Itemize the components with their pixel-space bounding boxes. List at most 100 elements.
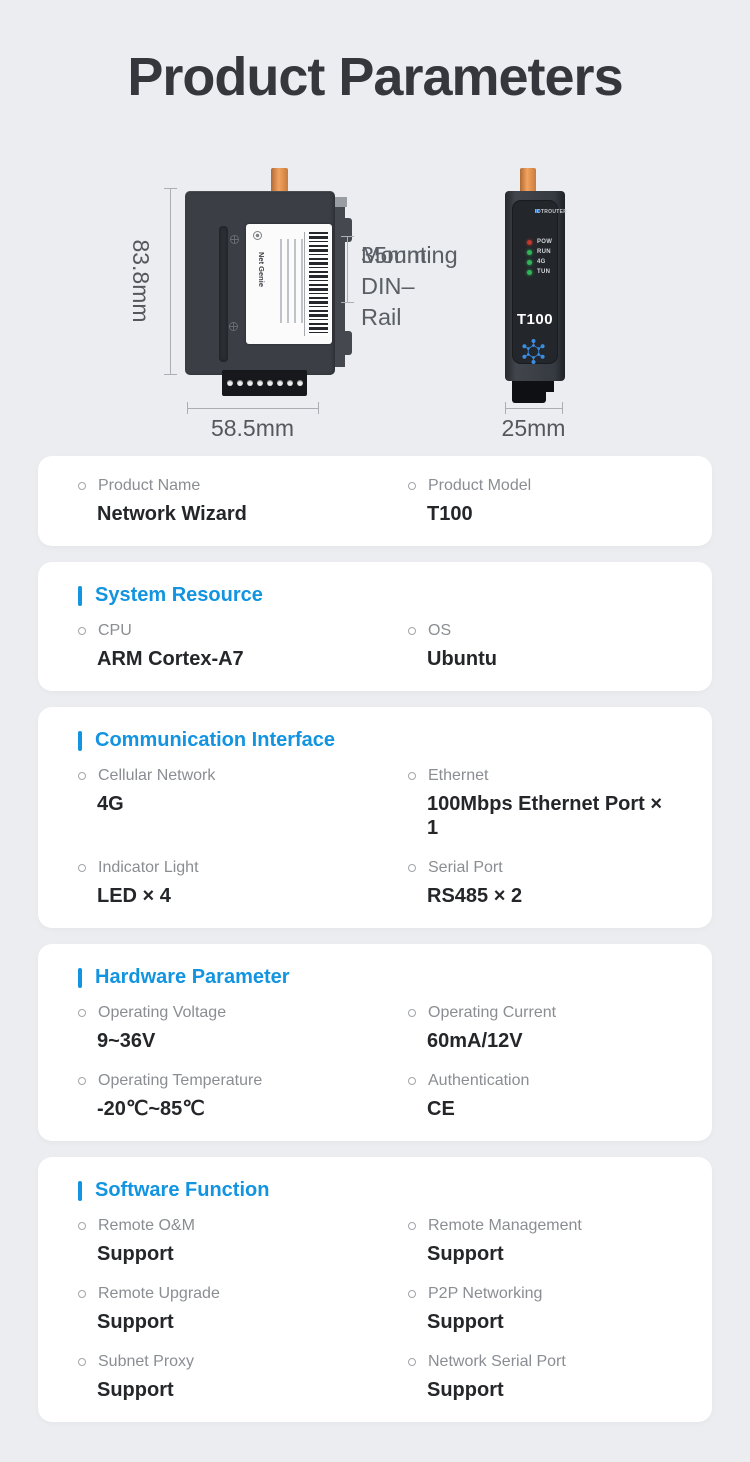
dimension-cap [164, 374, 177, 375]
parameter-label: Product Model [428, 477, 532, 494]
parameter-item: Remote O&M Support [78, 1216, 408, 1266]
section-title: Communication Interface [95, 729, 336, 751]
parameter-item: OS Ubuntu [408, 621, 672, 671]
parameter-cards: Product Name Network Wizard Product Mode… [0, 456, 750, 1422]
parameter-item: Remote Upgrade Support [78, 1284, 408, 1334]
parameter-item: Authentication CE [408, 1071, 672, 1121]
parameter-value: -20℃~85℃ [97, 1098, 205, 1120]
bullet-icon [408, 1289, 416, 1298]
bullet-icon [408, 771, 416, 780]
screw-icon [230, 235, 239, 244]
parameter-value: T100 [427, 503, 473, 525]
bullet-icon [408, 626, 416, 635]
bullet-icon [78, 626, 86, 635]
bullet-icon [78, 863, 86, 872]
bullet-icon [78, 1076, 86, 1085]
dimension-cap [505, 402, 506, 414]
parameter-item: Subnet Proxy Support [78, 1352, 408, 1402]
heading-bar-icon [78, 967, 82, 988]
dimension-cap [164, 188, 177, 189]
bullet-icon [78, 1357, 86, 1366]
parameter-value: Support [427, 1243, 504, 1265]
parameter-value: Support [97, 1243, 174, 1265]
brand-name: IOTROUTER [535, 209, 568, 215]
led-pow-label: POW [537, 239, 553, 245]
bullet-icon [408, 863, 416, 872]
section-heading: Hardware Parameter [78, 966, 672, 989]
bullet-icon [78, 1008, 86, 1017]
led-run-icon [527, 249, 532, 255]
parameter-value: Support [97, 1311, 174, 1333]
bullet-icon [78, 1289, 86, 1298]
led-row-pow: POW [527, 238, 552, 246]
section-heading: Communication Interface [78, 729, 672, 752]
parameter-label: Authentication [428, 1072, 530, 1089]
led-4g-label: 4G [537, 259, 546, 265]
device-front-panel [512, 200, 558, 364]
bullet-icon [78, 1221, 86, 1230]
parameter-value: RS485 × 2 [427, 885, 523, 907]
parameter-value: ARM Cortex-A7 [97, 648, 244, 670]
product-figure: Net Genie 83.8mm 58.5mm 35mm DIN–Rail Mo… [0, 156, 750, 441]
section-heading: Software Function [78, 1179, 672, 1202]
parameter-label: Operating Temperature [98, 1072, 263, 1089]
parameter-value: 60mA/12V [427, 1030, 523, 1052]
parameter-label: Indicator Light [98, 859, 199, 876]
card-hardware-parameter: Hardware Parameter Operating Voltage 9~3… [38, 944, 712, 1141]
parameter-item: Serial Port RS485 × 2 [408, 858, 672, 908]
card-communication-interface: Communication Interface Cellular Network… [38, 707, 712, 928]
label-product-name: Net Genie [257, 252, 266, 288]
parameter-value: 4G [97, 793, 124, 815]
parameter-item: Operating Voltage 9~36V [78, 1003, 408, 1053]
network-hexagon-logo-icon [522, 339, 545, 364]
din-rail-tab [333, 197, 347, 207]
din-clip-bottom-step [546, 381, 554, 392]
parameter-label: Remote Upgrade [98, 1285, 220, 1302]
parameter-item: Product Model T100 [408, 476, 672, 526]
parameter-label: Subnet Proxy [98, 1353, 195, 1370]
bullet-icon [408, 481, 416, 490]
parameter-item: Network Serial Port Support [408, 1352, 672, 1402]
bullet-icon [78, 481, 86, 490]
parameter-value: 9~36V [97, 1030, 156, 1052]
parameter-value: Support [97, 1379, 174, 1401]
page-title: Product Parameters [127, 47, 623, 107]
dimension-cap [341, 236, 354, 237]
din-rail-note-line2: Mounting [361, 242, 458, 268]
dimension-cap [318, 402, 319, 414]
height-dimension-line [170, 188, 171, 375]
label-text-line [301, 239, 303, 323]
led-row-tun: TUN [527, 268, 550, 276]
din-rail-clip [333, 207, 345, 367]
parameter-label: Serial Port [428, 859, 503, 876]
parameter-label: Ethernet [428, 767, 489, 784]
parameter-item: Operating Temperature -20℃~85℃ [78, 1071, 408, 1121]
dimension-cap [562, 402, 563, 414]
parameter-item: P2P Networking Support [408, 1284, 672, 1334]
flower-logo-icon [253, 231, 262, 240]
din-rail-clip-jaw-bottom [333, 331, 352, 355]
front-width-dimension-label: 25mm [501, 415, 566, 441]
label-divider [304, 232, 305, 336]
device-side-slot [219, 226, 228, 362]
terminal-block [222, 370, 307, 396]
bullet-icon [408, 1008, 416, 1017]
card-software-function: Software Function Remote O&M Support Rem… [38, 1157, 712, 1422]
front-width-dimension-line [505, 408, 562, 409]
led-tun-label: TUN [537, 269, 551, 275]
led-pow-icon [527, 239, 532, 245]
width-dimension-label: 58.5mm [210, 415, 295, 441]
din-rail-note-line1: 35mm DIN–Rail [361, 242, 427, 330]
card-system-resource: System Resource CPU ARM Cortex-A7 OS Ubu… [38, 562, 712, 691]
din-rail-bracket-line [347, 236, 348, 302]
parameter-value: CE [427, 1098, 455, 1120]
barcode [309, 232, 328, 336]
parameter-value: Network Wizard [97, 503, 247, 525]
section-title: System Resource [95, 584, 263, 606]
led-run-label: RUN [537, 249, 551, 255]
device-sticker-label: Net Genie [246, 224, 332, 344]
height-dimension-label: 83.8mm [128, 239, 154, 323]
parameter-value: Support [427, 1379, 504, 1401]
antenna-connector-right [520, 168, 536, 191]
label-text-line [280, 239, 282, 323]
